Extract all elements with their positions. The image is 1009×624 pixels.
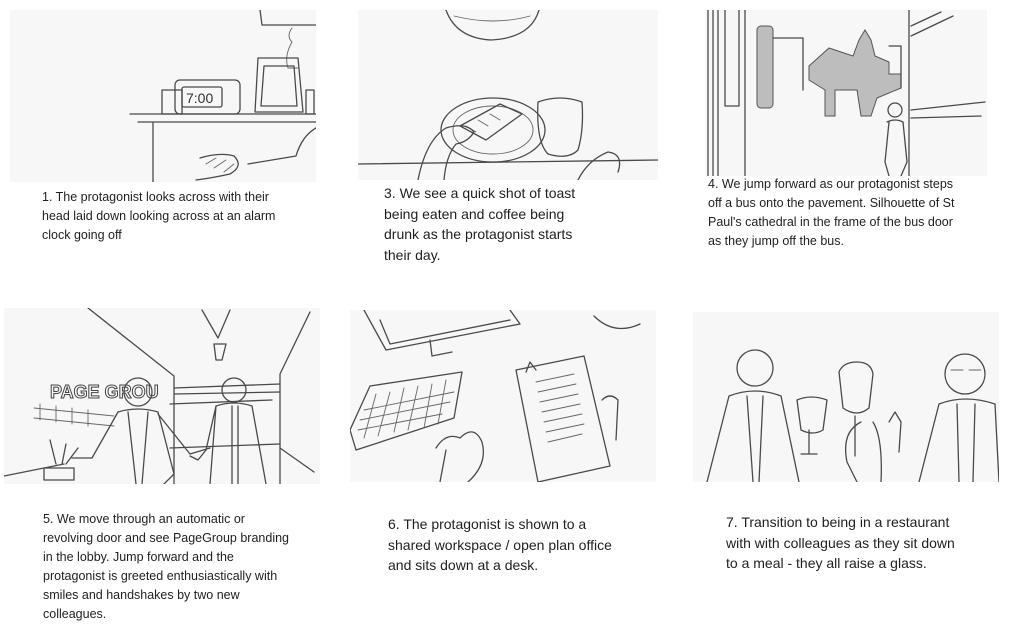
panel-1-caption: 1. The protagonist looks across with the… (42, 190, 276, 242)
bus-door-st-pauls-sketch (707, 10, 986, 176)
desk-workspace-sketch (350, 310, 641, 482)
storyboard-panel-6 (350, 310, 656, 482)
panel-7-caption: 7. Transition to being in a restaurant w… (726, 514, 955, 571)
panel-5-caption: 5. We move through an automatic or revol… (43, 512, 290, 621)
restaurant-toast-sketch (706, 349, 999, 482)
pagegroup-sign: PAGE GROU (50, 382, 159, 402)
lobby-greeting-sketch: PAGE GROU (4, 308, 315, 484)
storyboard-panel-3 (358, 10, 658, 180)
storyboard-panel-5: PAGE GROU (4, 308, 320, 484)
panel-3-caption: 3. We see a quick shot of toast being ea… (384, 185, 576, 263)
panel-4-caption: 4. We jump forward as our protagonist st… (708, 177, 955, 248)
panel-6-caption: 6. The protagonist is shown to a shared … (388, 516, 612, 573)
storyboard-panel-1: 7:00 (10, 10, 316, 182)
storyboard-panel-4 (705, 10, 987, 176)
alarm-clock-sketch: 7:00 (129, 10, 316, 182)
breakfast-sketch (358, 10, 658, 180)
storyboard-panel-7 (693, 312, 999, 482)
clock-display: 7:00 (186, 90, 213, 106)
